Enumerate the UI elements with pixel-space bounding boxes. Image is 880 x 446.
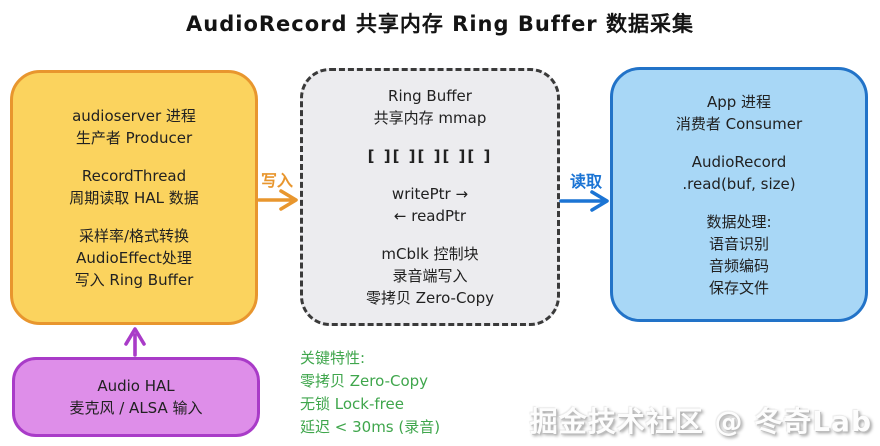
read-arrow-label: 读取	[570, 172, 603, 191]
key-feature-item: 零拷贝 Zero-Copy	[300, 372, 429, 390]
consumer-box: App 进程 消费者 Consumer AudioRecord .read(bu…	[610, 67, 868, 322]
ring-box-line: 共享内存 mmap	[373, 109, 487, 127]
producer-box-line: 写入 Ring Buffer	[74, 270, 194, 289]
producer-box: audioserver 进程 生产者 Producer RecordThread…	[10, 70, 258, 325]
key-features: 关键特性: 零拷贝 Zero-Copy 无锁 Lock-free 延迟 < 30…	[300, 347, 440, 439]
consumer-box-line: App 进程	[706, 92, 772, 111]
ring-buffer-box: Ring Buffer 共享内存 mmap [ ][ ][ ][ ][ ] wr…	[300, 68, 560, 326]
write-arrow-icon	[257, 189, 298, 211]
ring-box-line: mCblk 控制块	[381, 245, 479, 263]
producer-box-line: 周期读取 HAL 数据	[69, 188, 199, 207]
hal-box-line: Audio HAL	[97, 377, 175, 395]
ring-box-line: 零拷贝 Zero-Copy	[365, 289, 495, 307]
producer-box-line: RecordThread	[81, 166, 187, 185]
ring-box-line: ← readPtr	[393, 207, 467, 225]
consumer-box-line: AudioRecord	[691, 152, 787, 171]
key-feature-item: 延迟 < 30ms (录音)	[300, 418, 441, 436]
hal-up-arrow-icon	[124, 327, 146, 357]
producer-box-line: audioserver 进程	[72, 106, 196, 125]
write-arrow-label: 写入	[261, 171, 294, 190]
key-features-heading: 关键特性:	[300, 349, 366, 367]
read-arrow-icon	[559, 190, 609, 212]
audio-hal-box: Audio HAL 麦克风 / ALSA 输入	[12, 357, 260, 437]
producer-box-line: 生产者 Producer	[75, 128, 193, 147]
key-feature-item: 无锁 Lock-free	[300, 395, 404, 413]
ring-box-line: 录音端写入	[392, 267, 468, 285]
producer-box-line: AudioEffect处理	[76, 248, 192, 267]
consumer-box-line: .read(buf, size)	[682, 174, 796, 193]
consumer-box-line: 音频编码	[708, 256, 769, 275]
diagram-title: AudioRecord 共享内存 Ring Buffer 数据采集	[186, 12, 694, 36]
buffer-cells: [ ][ ][ ][ ][ ]	[367, 147, 493, 165]
ring-box-line: writePtr →	[391, 185, 469, 203]
hal-box-line: 麦克风 / ALSA 输入	[69, 399, 203, 417]
producer-box-line: 采样率/格式转换	[78, 226, 190, 245]
ring-box-line: Ring Buffer	[388, 87, 472, 105]
watermark: 掘金技术社区 @ 冬奇Lab	[529, 405, 872, 438]
consumer-box-line: 语音识别	[708, 234, 769, 253]
consumer-box-line: 消费者 Consumer	[675, 114, 803, 133]
consumer-box-line: 保存文件	[708, 278, 769, 297]
consumer-box-line: 数据处理:	[706, 212, 772, 231]
